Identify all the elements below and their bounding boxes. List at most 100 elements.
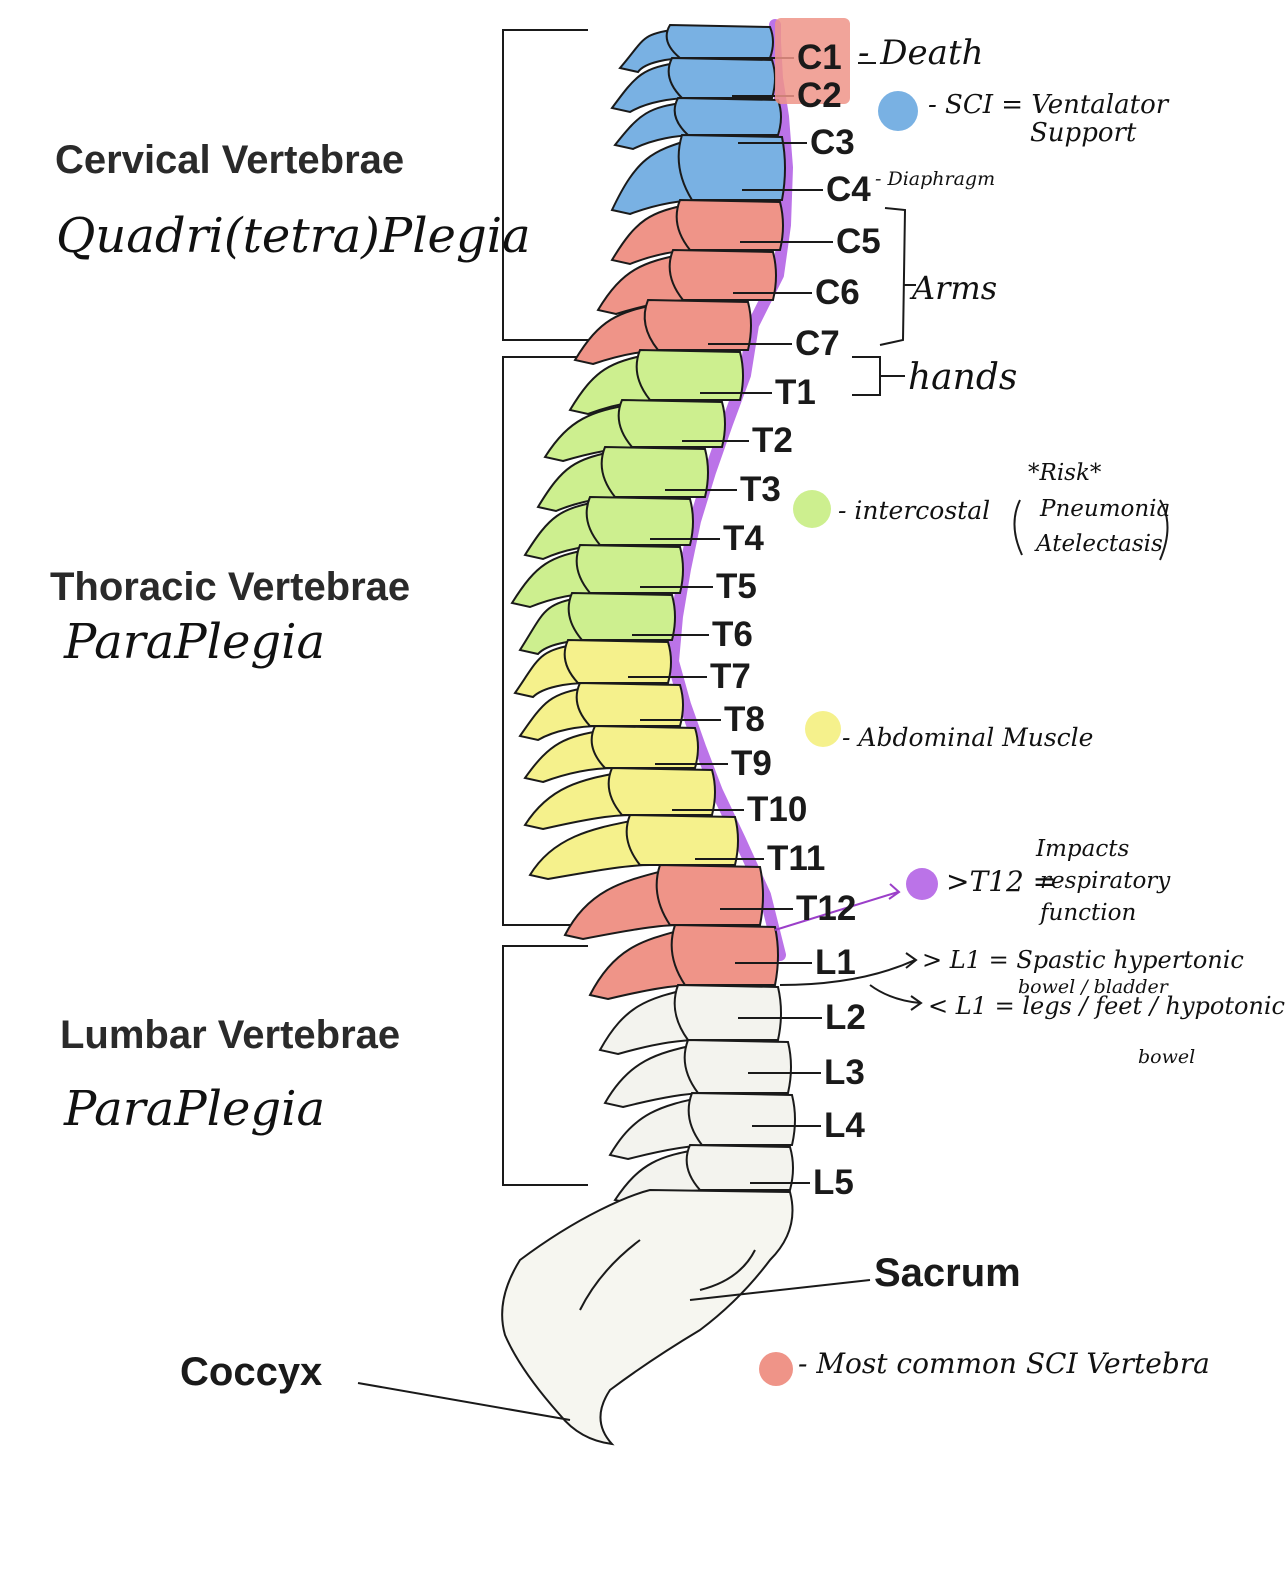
vertebra-t2	[617, 398, 726, 448]
region-bracket-2	[502, 945, 588, 1186]
vertebra-t9	[590, 724, 699, 769]
lt-l1-note-2: bowel	[1138, 1046, 1196, 1068]
vertebra-label-c6: C6	[815, 273, 860, 312]
vertebra-label-t6: T6	[712, 615, 753, 654]
intercostal-note: - intercostal	[838, 496, 991, 525]
process-t10	[523, 771, 633, 831]
t12-note: >T12 =	[946, 865, 1057, 898]
process-t11	[528, 818, 651, 881]
thoracic-title: Thoracic Vertebrae	[50, 565, 411, 609]
vertebra-label-t2: T2	[752, 421, 793, 460]
process-l1	[588, 928, 696, 1001]
vertebra-label-c2: C2	[797, 76, 842, 115]
t12-impacts-2: respiratory	[1040, 868, 1171, 894]
vertebra-t8	[575, 681, 684, 727]
blue-dot	[878, 91, 918, 131]
vertebra-label-t7: T7	[710, 657, 751, 696]
t12-arrow	[774, 883, 901, 931]
annotation-marks	[759, 18, 1169, 1386]
pneumonia-note: Pneumonia	[1040, 496, 1171, 522]
region-bracket-1	[502, 356, 588, 926]
sci-ventilator-note: - SCI = Ventalator	[928, 90, 1169, 120]
vertebra-t6	[567, 591, 676, 641]
vertebra-label-l5: L5	[813, 1163, 854, 1202]
sacrum-label: Sacrum	[874, 1251, 1021, 1295]
coccyx-label: Coccyx	[180, 1350, 323, 1394]
process-l3	[603, 1043, 709, 1109]
yellow-dot	[805, 711, 841, 747]
sci-support-note: Support	[1030, 118, 1137, 148]
death-note: - Death	[858, 33, 984, 73]
vertebra-label-c1: C1	[797, 38, 842, 77]
atelectasis-note: Atelectasis	[1036, 531, 1163, 557]
salmon-legend-dot	[759, 1352, 793, 1386]
green-dot	[793, 490, 831, 528]
hands-note: hands	[908, 357, 1018, 398]
vertebra-t12	[655, 863, 764, 926]
vertebra-label-c4: C4	[826, 170, 871, 209]
vertebra-label-t8: T8	[724, 700, 765, 739]
spine-diagram: Cervical Vertebrae Quadri(tetra)Plegia T…	[50, 18, 1285, 1446]
risk-note: *Risk*	[1028, 460, 1102, 486]
vertebra-c5	[675, 198, 784, 251]
sacrum-contour	[579, 1239, 641, 1311]
vertebra-label-t1: T1	[775, 373, 816, 412]
abdominal-note: - Abdominal Muscle	[842, 723, 1094, 752]
region-bracket-0	[502, 29, 588, 341]
vertebra-t10	[607, 766, 716, 816]
lumbar-title: Lumbar Vertebrae	[60, 1013, 401, 1057]
sacrum-coccyx-shape	[501, 1188, 794, 1446]
vertebra-t11	[625, 813, 739, 866]
hands-bracket	[852, 356, 905, 396]
gt-l1-note-2: bowel / bladder	[1018, 976, 1168, 998]
region-brackets	[502, 29, 588, 1186]
risk-parens	[1013, 499, 1169, 561]
vertebra-label-t5: T5	[716, 567, 757, 606]
process-l2	[598, 988, 699, 1056]
vertebra-t7	[563, 638, 672, 684]
vertebra-c1	[665, 23, 774, 59]
vertebra-label-l1: L1	[815, 943, 856, 982]
vertebra-c4	[677, 133, 786, 201]
coccyx-leader	[357, 1382, 571, 1421]
spine-artwork	[357, 18, 1169, 1446]
sacrum-contour-2	[699, 1249, 756, 1291]
vertebra-t1	[635, 348, 744, 401]
vertebra-l2	[673, 983, 782, 1041]
arms-note: Arms	[912, 269, 998, 307]
vertebra-c6	[668, 248, 777, 301]
vertebra-label-l2: L2	[825, 998, 866, 1037]
gt-l1-note: > L1 = Spastic hypertonic	[922, 946, 1244, 974]
sacrum-shape	[501, 1188, 794, 1446]
purple-dot	[906, 868, 938, 900]
vertebra-t3	[600, 445, 709, 498]
c1-c2-highlight	[775, 18, 850, 104]
vertebra-label-c5: C5	[836, 222, 881, 261]
legend-common-note: - Most common SCI Vertebra	[798, 1347, 1210, 1380]
t12-impacts-3: function	[1040, 900, 1137, 926]
diaphragm-note: - Diaphragm	[875, 168, 996, 190]
vertebra-l5	[685, 1143, 794, 1191]
cervical-note: Quadri(tetra)Plegia	[56, 208, 531, 264]
vertebra-label-t9: T9	[731, 744, 772, 783]
t12-impacts-1: Impacts	[1036, 836, 1130, 862]
lt-l1-note: < L1 = legs / feet / hypotonic	[928, 992, 1285, 1020]
vertebra-label-t10: T10	[747, 790, 808, 829]
vertebra-c7	[643, 298, 752, 351]
gt-l1-arrow	[779, 952, 918, 986]
arms-brace	[879, 207, 916, 346]
process-t12	[563, 868, 681, 941]
vertebra-label-t3: T3	[740, 470, 781, 509]
vertebra-label-t4: T4	[723, 519, 764, 558]
vertebra-label-c3: C3	[810, 123, 855, 162]
vertebra-label-t11: T11	[767, 839, 826, 878]
vertebra-label-t12: T12	[796, 889, 857, 928]
vertebra-c3	[673, 96, 782, 136]
lt-l1-arrow	[869, 984, 923, 1011]
vertebra-l4	[687, 1091, 796, 1146]
lumbar-note: ParaPlegia	[64, 1081, 326, 1137]
leader-lines	[357, 57, 871, 1421]
vertebra-t4	[585, 495, 694, 546]
vertebra-l3	[683, 1038, 792, 1094]
vertebra-label-l4: L4	[824, 1106, 865, 1145]
